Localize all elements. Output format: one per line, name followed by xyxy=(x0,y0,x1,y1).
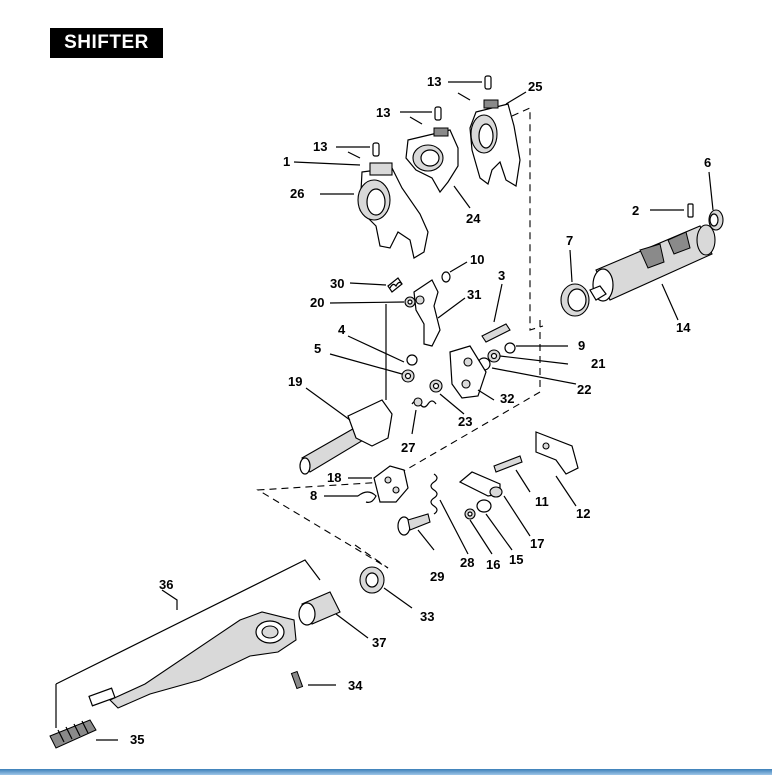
shifter-shaft-19 xyxy=(299,399,393,475)
washers-21-22-9 xyxy=(477,342,516,371)
shifter-drum xyxy=(589,224,716,302)
callout-32: 32 xyxy=(500,391,514,406)
callout-31: 31 xyxy=(467,287,481,302)
spring-27 xyxy=(411,397,437,408)
callout-14: 14 xyxy=(676,320,691,335)
roller-15 xyxy=(476,499,492,513)
drum-pin-2 xyxy=(687,203,694,218)
callout-22: 22 xyxy=(577,382,591,397)
callout-35: 35 xyxy=(130,732,144,747)
callout-37: 37 xyxy=(372,635,386,650)
callout-36: 36 xyxy=(159,577,173,592)
section-title: SHIFTER xyxy=(50,28,163,58)
pin-11 xyxy=(493,455,523,473)
callout-13-top: 13 xyxy=(427,74,441,89)
drum-bearing-7 xyxy=(560,283,590,317)
callout-2: 2 xyxy=(632,203,639,218)
callout-4: 4 xyxy=(338,322,346,337)
callout-labels: 13 13 13 1 26 25 24 6 2 7 14 30 20 10 31… xyxy=(130,74,711,747)
washers-4-5 xyxy=(401,354,418,383)
callout-7: 7 xyxy=(566,233,573,248)
leader-lines xyxy=(55,81,714,741)
callout-16: 16 xyxy=(486,557,500,572)
callout-19: 19 xyxy=(288,374,302,389)
nut-16 xyxy=(464,508,476,520)
callout-6: 6 xyxy=(704,155,711,170)
clip-8 xyxy=(357,491,377,503)
callout-8: 8 xyxy=(310,488,317,503)
bolt-29 xyxy=(397,513,431,536)
callout-28: 28 xyxy=(460,555,474,570)
callout-1: 1 xyxy=(283,154,290,169)
callout-9: 9 xyxy=(578,338,585,353)
callout-25: 25 xyxy=(528,79,542,94)
callout-29: 29 xyxy=(430,569,444,584)
callout-27: 27 xyxy=(401,440,415,455)
callout-12: 12 xyxy=(576,506,590,521)
callout-3: 3 xyxy=(498,268,505,283)
shift-fork-25 xyxy=(469,99,521,187)
callout-20: 20 xyxy=(310,295,324,310)
lever-17 xyxy=(458,471,503,498)
fork-pins xyxy=(347,75,492,159)
callout-11: 11 xyxy=(535,494,549,509)
bottom-accent-bar xyxy=(0,769,772,775)
callout-33: 33 xyxy=(420,609,434,624)
callout-30: 30 xyxy=(330,276,344,291)
callout-21: 21 xyxy=(591,356,605,371)
callout-15: 15 xyxy=(509,552,523,567)
spring-30 xyxy=(387,277,403,293)
shift-fork-24 xyxy=(405,127,459,194)
bushing-33 xyxy=(359,566,385,594)
assembly-dashed-lines xyxy=(256,107,544,569)
washer-20 xyxy=(404,296,416,308)
callout-18: 18 xyxy=(327,470,341,485)
callout-10: 10 xyxy=(470,252,484,267)
cam-plate-32 xyxy=(449,345,487,399)
callout-13-middle: 13 xyxy=(376,105,390,120)
drum-bearing-6 xyxy=(708,209,724,231)
screw-34 xyxy=(290,670,304,690)
bracket-12 xyxy=(535,431,579,475)
plate-18 xyxy=(373,465,409,503)
callout-23: 23 xyxy=(458,414,472,429)
clip-10 xyxy=(441,271,451,283)
callout-17: 17 xyxy=(530,536,544,551)
shift-fork-26 xyxy=(357,162,429,259)
callout-26: 26 xyxy=(290,186,304,201)
bushing-37 xyxy=(298,591,341,626)
callout-5: 5 xyxy=(314,341,321,356)
peg-35 xyxy=(49,719,97,749)
washer-23 xyxy=(429,379,443,393)
shift-lever-36 xyxy=(88,611,297,709)
pin-3 xyxy=(481,323,511,343)
pawl-31 xyxy=(413,279,441,347)
callout-13-left: 13 xyxy=(313,139,327,154)
callout-24: 24 xyxy=(466,211,481,226)
spring-28 xyxy=(430,473,438,515)
callout-34: 34 xyxy=(348,678,363,693)
